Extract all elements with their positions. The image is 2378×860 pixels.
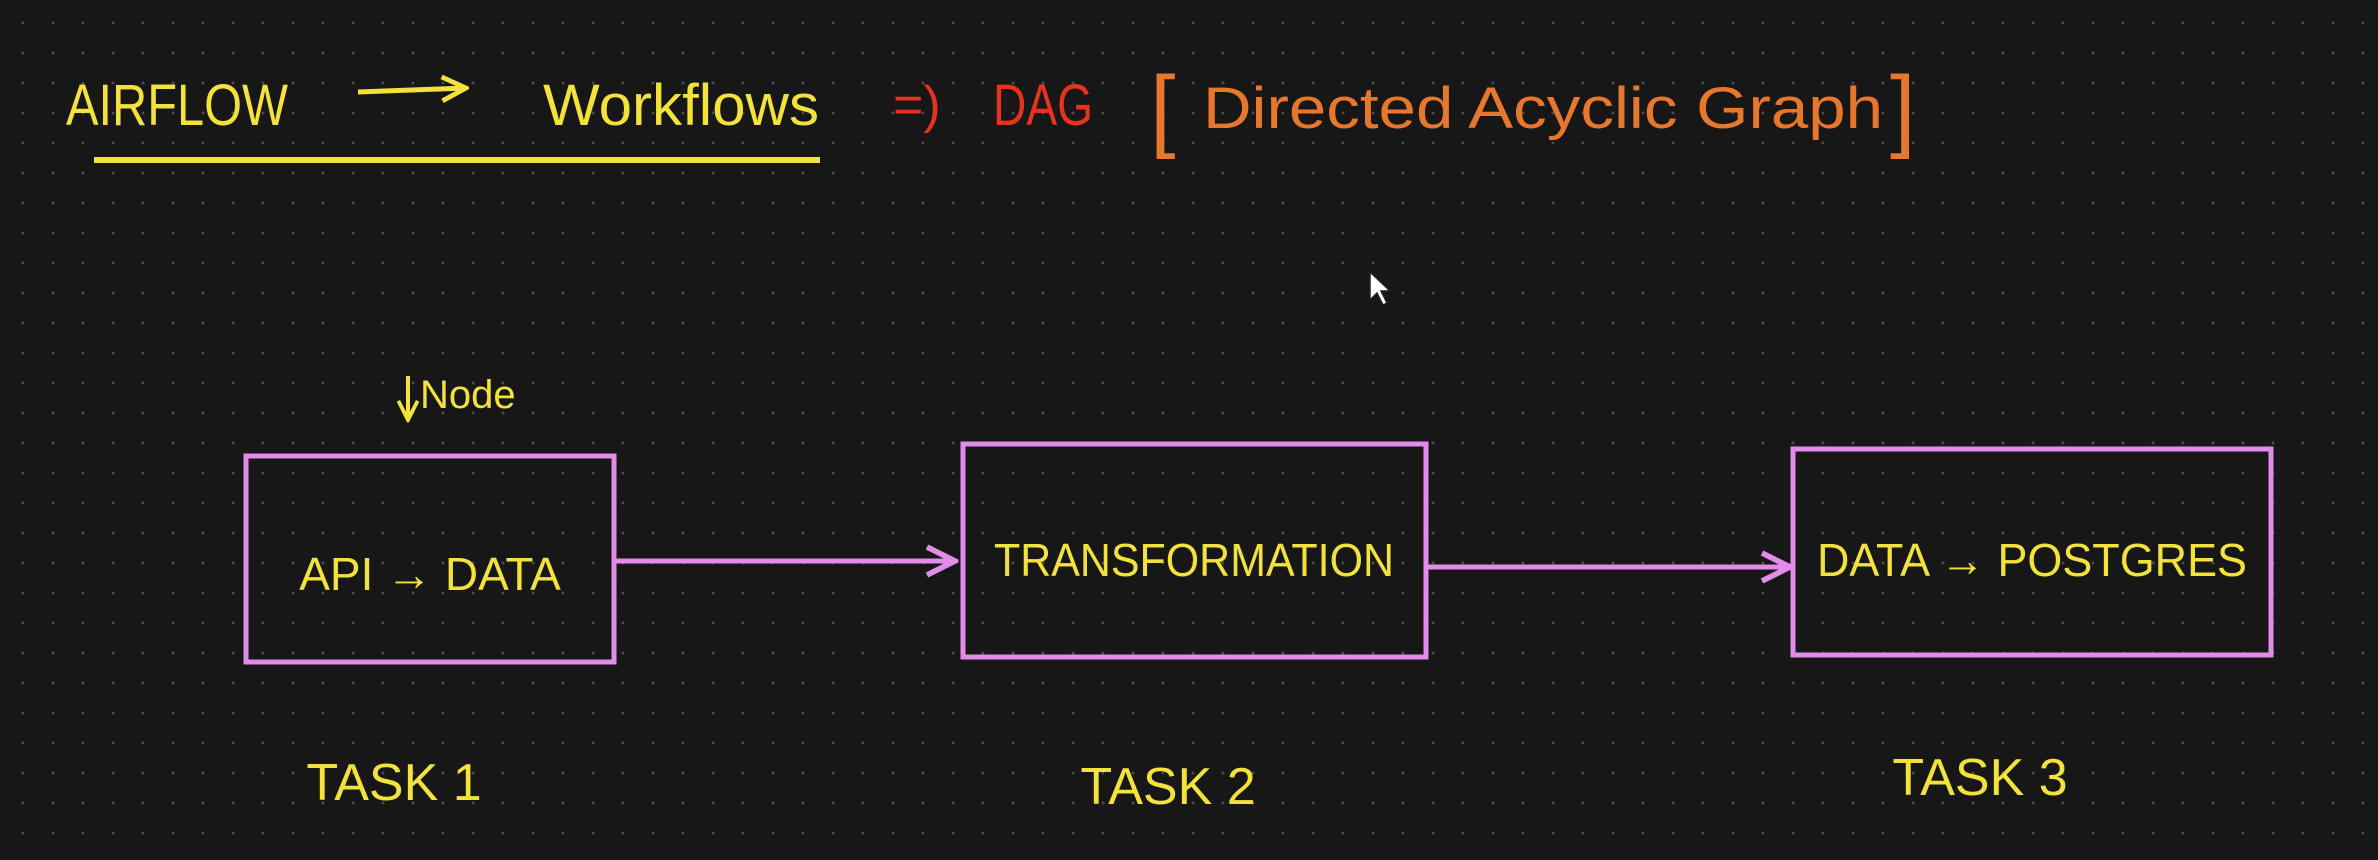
mouse-cursor-icon [1369, 270, 1392, 307]
task-box-text: API → DATA [299, 548, 561, 600]
implies-symbol: =) [893, 76, 941, 134]
task-node-1: API → DATA [243, 453, 617, 665]
task-node-3: DATA → POSTGRES [1790, 446, 2274, 658]
task-box-text: TRANSFORMATION [994, 534, 1394, 586]
task-box-text: DATA → POSTGRES [1817, 534, 2247, 586]
task-node-2: TRANSFORMATION [960, 441, 1429, 660]
title-airflow: AIRFLOW [66, 73, 288, 138]
bracket-open: [ [1150, 58, 1176, 160]
task-label-2: TASK 2 [1080, 758, 1255, 816]
bracket-close: ] [1890, 58, 1916, 160]
arrow-icon [357, 88, 466, 92]
task-label-3: TASK 3 [1892, 749, 2067, 807]
node-annotation: Node [420, 373, 516, 417]
title-dag: DAG [993, 73, 1093, 138]
task-box [960, 441, 1429, 660]
task-box [1790, 446, 2274, 658]
dag-expansion: Directed Acyclic Graph [1203, 76, 1883, 141]
title-workflows: Workflows [543, 73, 819, 138]
task-box [243, 453, 617, 665]
task-label-1: TASK 1 [306, 754, 481, 812]
